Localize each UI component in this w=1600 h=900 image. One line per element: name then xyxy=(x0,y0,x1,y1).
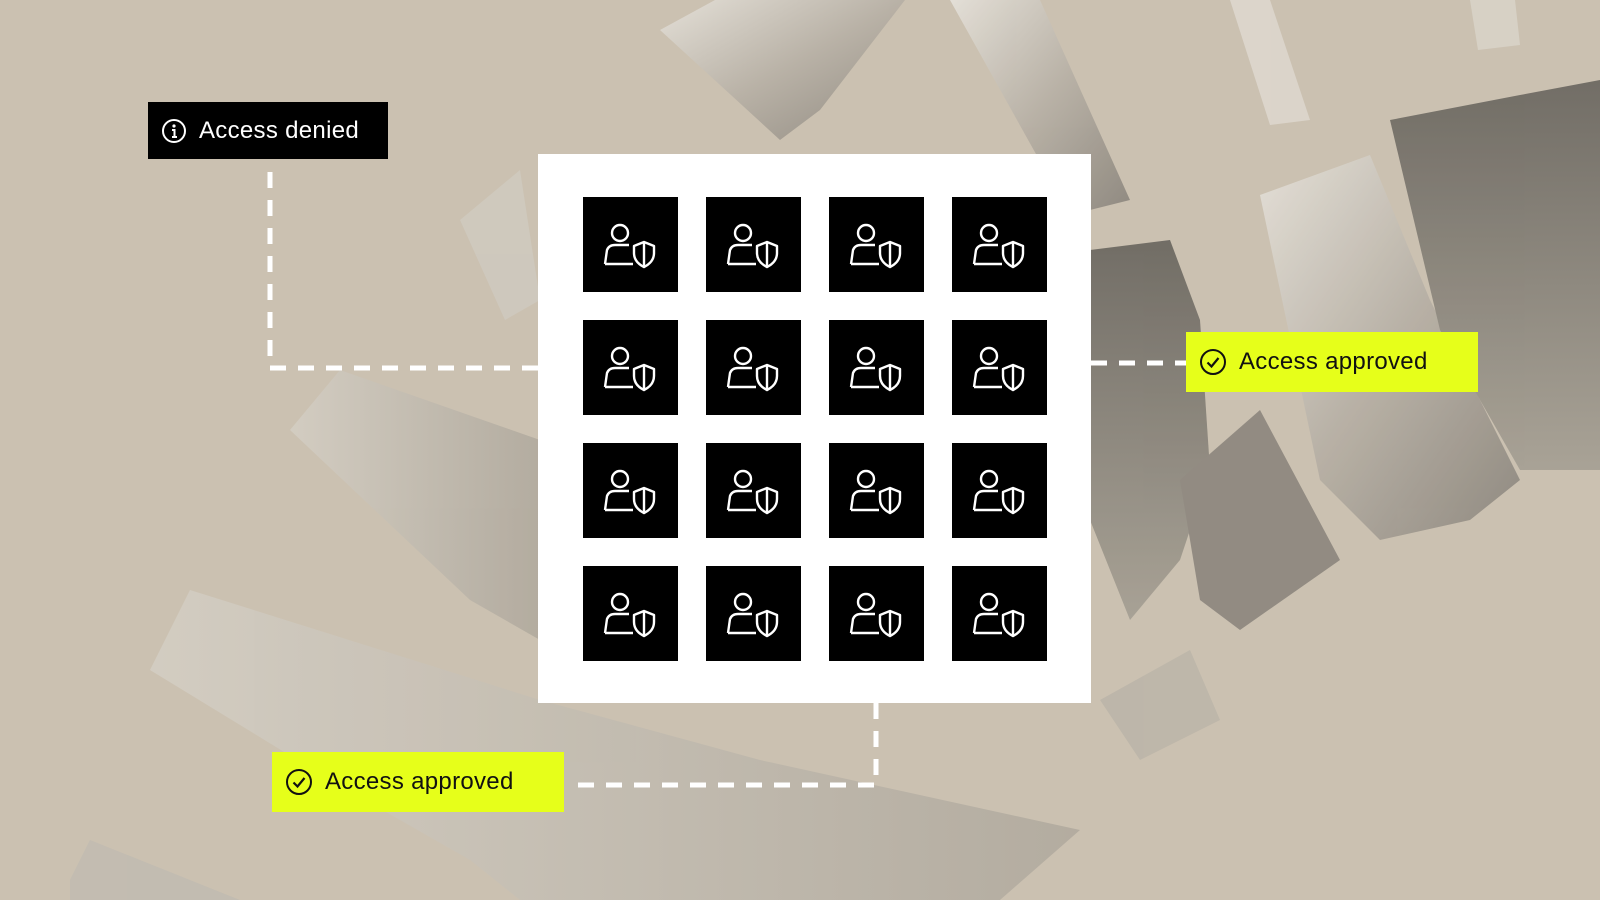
user-shield-icon xyxy=(848,343,906,393)
user-tile xyxy=(829,566,924,661)
user-tile xyxy=(829,320,924,415)
access-approved-label-right: Access approved xyxy=(1186,332,1478,392)
user-shield-icon xyxy=(971,466,1029,516)
user-tile xyxy=(829,443,924,538)
access-approved-label-bottom: Access approved xyxy=(272,752,564,812)
user-tile xyxy=(583,320,678,415)
user-shield-icon xyxy=(971,220,1029,270)
user-shield-icon xyxy=(725,343,783,393)
user-shield-icon xyxy=(725,466,783,516)
user-shield-icon xyxy=(971,343,1029,393)
user-tile xyxy=(583,443,678,538)
user-shield-icon xyxy=(602,343,660,393)
user-tile xyxy=(952,566,1047,661)
user-tile xyxy=(952,197,1047,292)
user-tile xyxy=(706,566,801,661)
check-circle-icon xyxy=(1199,348,1227,376)
access-approved-text-bottom: Access approved xyxy=(325,768,514,795)
user-shield-icon xyxy=(725,220,783,270)
user-shield-icon xyxy=(848,466,906,516)
access-denied-label: Access denied xyxy=(148,102,388,159)
user-tile xyxy=(583,566,678,661)
access-approved-text-right: Access approved xyxy=(1239,348,1428,375)
user-shield-icon xyxy=(602,589,660,639)
user-shield-icon xyxy=(848,220,906,270)
check-circle-icon xyxy=(285,768,313,796)
user-shield-icon xyxy=(602,466,660,516)
user-shield-icon xyxy=(725,589,783,639)
user-tile xyxy=(706,320,801,415)
user-tile xyxy=(706,197,801,292)
access-denied-text: Access denied xyxy=(199,116,359,144)
user-shield-icon xyxy=(848,589,906,639)
user-tile xyxy=(829,197,924,292)
user-shield-icon xyxy=(602,220,660,270)
user-tile xyxy=(952,443,1047,538)
user-tile xyxy=(583,197,678,292)
user-grid-panel xyxy=(538,154,1091,703)
info-icon xyxy=(161,118,187,144)
user-tile xyxy=(706,443,801,538)
user-shield-icon xyxy=(971,589,1029,639)
user-tile xyxy=(952,320,1047,415)
